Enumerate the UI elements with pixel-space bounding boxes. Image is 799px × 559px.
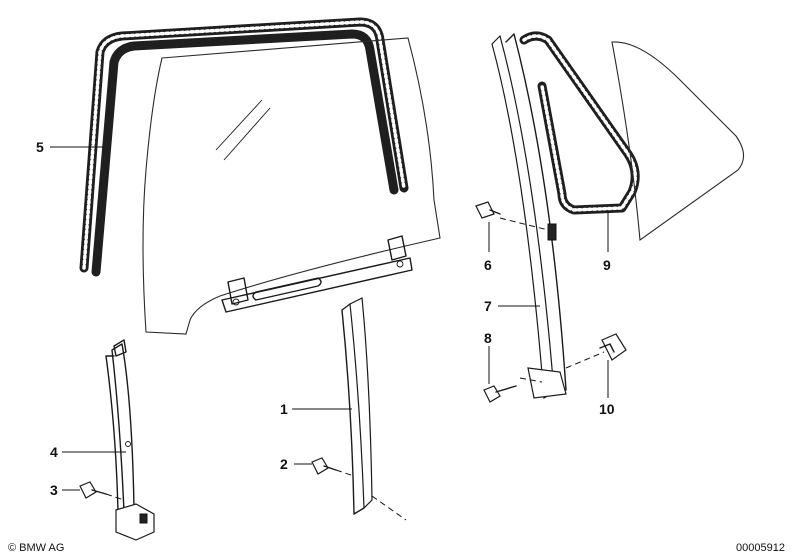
retaining-clip [565, 333, 627, 369]
screw-right-upper [475, 201, 501, 219]
screw-left [79, 481, 125, 501]
quarter-window-glass [611, 41, 745, 242]
rear-guide-rail [105, 339, 155, 541]
copyright-text: © BMW AG [8, 542, 64, 554]
window-frame-seal [79, 17, 409, 277]
screw-center [311, 457, 355, 477]
callout-1: 1 [280, 401, 288, 417]
callout-8: 8 [484, 330, 492, 346]
callout-5: 5 [36, 139, 44, 155]
quarter-window-seal [519, 31, 640, 215]
callout-7: 7 [484, 298, 492, 314]
window-guide-rail [491, 33, 567, 400]
glass-lift-channel [221, 235, 413, 313]
callout-3: 3 [50, 482, 58, 498]
callout-10: 10 [599, 401, 615, 417]
screw-right-lower [483, 385, 517, 403]
window-guide-strip [341, 297, 407, 521]
door-window-glass [142, 37, 441, 335]
diagram-number: 00005912 [736, 542, 785, 554]
callout-4: 4 [50, 444, 58, 460]
callout-9: 9 [603, 257, 611, 273]
leader-lines [50, 146, 609, 491]
callout-6: 6 [484, 257, 492, 273]
callout-2: 2 [280, 456, 288, 472]
